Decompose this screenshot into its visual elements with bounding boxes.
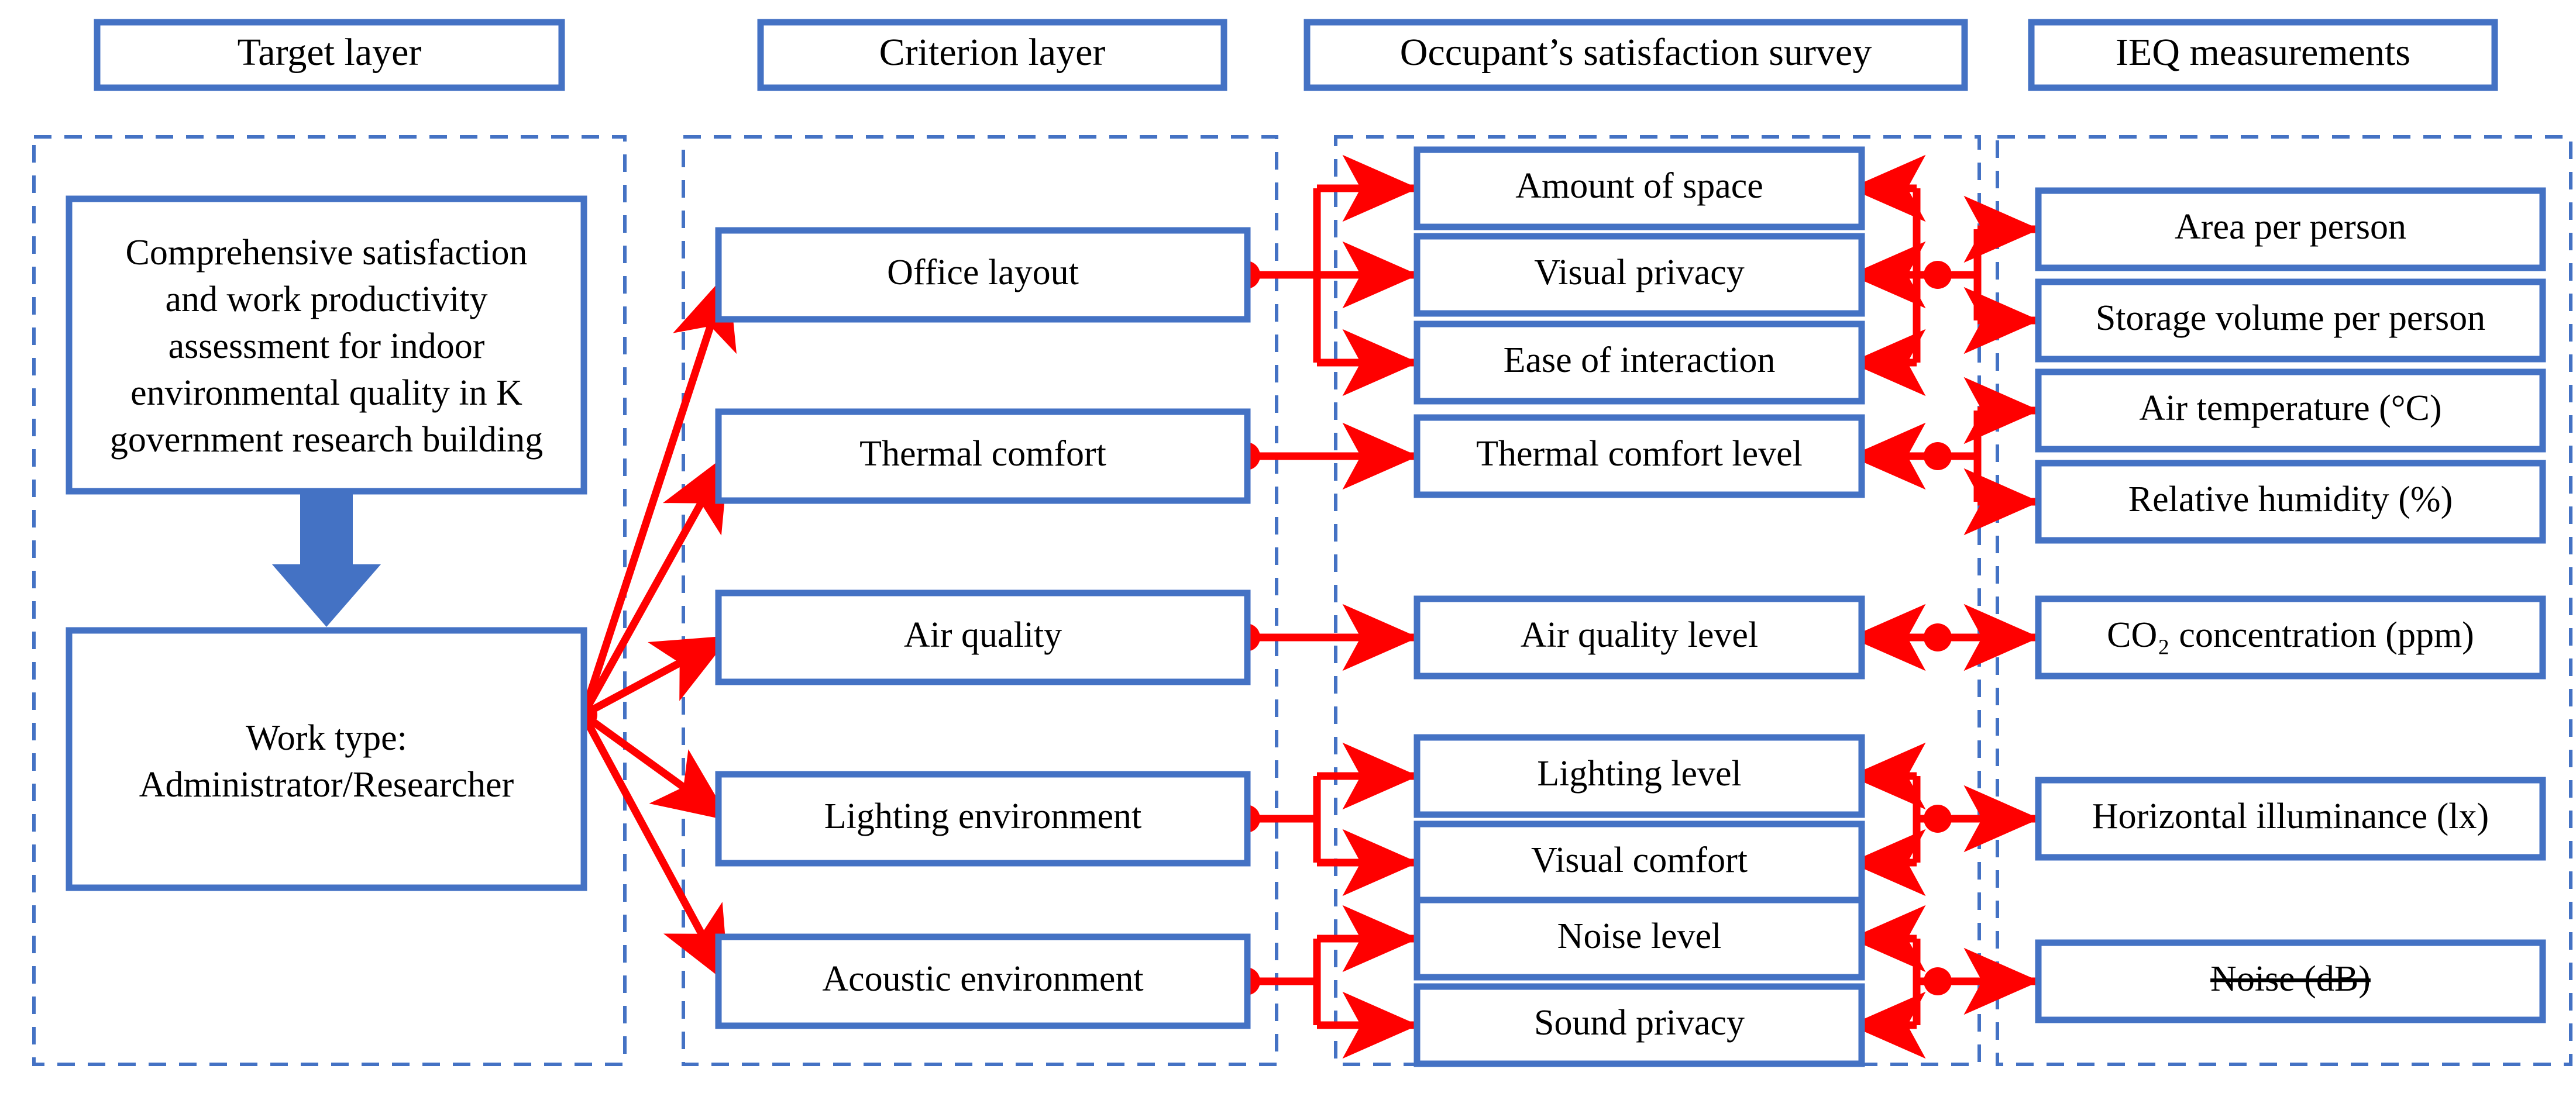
criterion-label-office-layout: Office layout [887, 253, 1079, 292]
survey-box-air-quality-level[interactable]: Air quality level [1413, 595, 1865, 680]
ieq-box-horizontal-illuminance[interactable]: Horizontal illuminance (lx) [2035, 777, 2546, 861]
connector-worktype-to-lighting-env [581, 711, 731, 822]
survey-box-noise-level[interactable]: Noise level [1413, 897, 1865, 981]
survey-box-thermal-comfort-level[interactable]: Thermal comfort level [1413, 414, 1865, 498]
survey-label-visual-comfort: Visual comfort [1531, 840, 1748, 880]
connector-ieq-office-group [1849, 154, 2040, 396]
connector-worktype-to-air-quality [581, 634, 731, 718]
survey-label-lighting-level: Lighting level [1537, 754, 1742, 794]
goal-box-line-5: government research building [110, 420, 543, 460]
ieq-box-noise-db[interactable]: Noise (dB) [2035, 939, 2546, 1023]
goal-box[interactable]: Comprehensive satisfaction and work prod… [66, 195, 587, 495]
header-box-criterion-layer: Criterion layer [757, 19, 1227, 91]
ieq-box-air-temperature[interactable]: Air temperature (°C) [2035, 368, 2546, 453]
down-block-arrow-icon [272, 494, 381, 627]
ieq-box-storage-volume-per-person[interactable]: Storage volume per person [2035, 278, 2546, 363]
connector-lighting-env-to-survey [1232, 742, 1419, 897]
criterion-label-air-quality: Air quality [904, 615, 1062, 655]
survey-box-sound-privacy[interactable]: Sound privacy [1413, 983, 1865, 1067]
criterion-box-office-layout[interactable]: Office layout [715, 227, 1251, 323]
survey-label-visual-privacy: Visual privacy [1534, 253, 1745, 292]
goal-box-line-3: assessment for indoor [168, 326, 485, 366]
survey-label-amount-of-space: Amount of space [1515, 166, 1763, 206]
criterion-box-acoustic-environment[interactable]: Acoustic environment [715, 933, 1251, 1029]
connector-worktype-to-thermal-comfort [580, 453, 731, 717]
ieq-column: Area per person Storage volume per perso… [2035, 187, 2546, 1023]
connector-fanout-worktype-to-criteria [569, 271, 737, 985]
goal-box-line-1: Comprehensive satisfaction [126, 233, 528, 273]
header-label-occupants-survey: Occupant’s satisfaction survey [1400, 31, 1872, 74]
ieq-label-air-temperature: Air temperature (°C) [2139, 388, 2441, 428]
connector-ieq-acoustic-group [1849, 905, 2040, 1059]
ieq-box-area-per-person[interactable]: Area per person [2035, 187, 2546, 271]
header-box-ieq-measurements: IEQ measurements [2028, 19, 2498, 91]
header-title-boxes: Target layer Criterion layer Occupant’s … [94, 19, 2498, 91]
header-box-target-layer: Target layer [94, 19, 565, 91]
header-label-ieq-measurements: IEQ measurements [2116, 31, 2410, 74]
survey-label-sound-privacy: Sound privacy [1534, 1003, 1745, 1043]
connector-worktype-to-office-layout [579, 271, 737, 716]
connector-ieq-air-group [1849, 604, 2040, 671]
header-label-target-layer: Target layer [238, 31, 422, 74]
connector-ieq-thermal-group [1849, 377, 2040, 536]
ieq-box-co2-concentration[interactable]: CO₂ concentration (ppm) [2035, 595, 2546, 680]
survey-label-air-quality-level: Air quality level [1521, 615, 1758, 655]
survey-label-thermal-comfort-level: Thermal comfort level [1476, 434, 1803, 474]
ieq-label-noise-db: Noise (dB) [2210, 959, 2371, 999]
survey-box-lighting-level[interactable]: Lighting level [1413, 734, 1865, 818]
survey-label-ease-of-interaction: Ease of interaction [1504, 340, 1776, 380]
dashed-container-ieq [1996, 135, 2572, 1066]
connector-acoustic-env-to-survey [1232, 905, 1419, 1059]
goal-box-line-2: and work productivity [165, 280, 487, 319]
ieq-label-co2-concentration: CO₂ concentration (ppm) [2107, 615, 2474, 655]
work-type-line-2: Administrator/Researcher [139, 765, 514, 805]
criterion-box-thermal-comfort[interactable]: Thermal comfort [715, 408, 1251, 504]
survey-column: Amount of space Visual privacy Ease of i… [1413, 146, 1865, 1067]
connector-ieq-lighting-group [1849, 742, 2040, 897]
survey-label-noise-level: Noise level [1557, 916, 1722, 956]
work-type-line-1: Work type: [246, 718, 407, 758]
criterion-box-air-quality[interactable]: Air quality [715, 589, 1251, 685]
connector-office-layout-to-survey [1232, 154, 1419, 396]
ieq-label-storage-volume-per-person: Storage volume per person [2096, 298, 2485, 338]
criterion-column: Office layout Thermal comfort Air qualit… [715, 227, 1251, 1029]
criterion-label-lighting-environment: Lighting environment [824, 797, 1141, 836]
goal-box-line-4: environmental quality in K [130, 373, 522, 413]
connector-air-quality-to-survey [1232, 604, 1419, 671]
header-label-criterion-layer: Criterion layer [879, 31, 1106, 74]
connector-thermal-comfort-to-survey [1232, 422, 1419, 490]
connector-worktype-to-acoustic-env [580, 712, 731, 985]
criterion-label-thermal-comfort: Thermal comfort [859, 434, 1106, 474]
survey-box-ease-of-interaction[interactable]: Ease of interaction [1413, 320, 1865, 405]
ieq-label-horizontal-illuminance: Horizontal illuminance (lx) [2092, 797, 2489, 836]
survey-box-visual-privacy[interactable]: Visual privacy [1413, 233, 1865, 317]
target-column: Comprehensive satisfaction and work prod… [66, 195, 587, 891]
ieq-label-area-per-person: Area per person [2175, 207, 2406, 247]
criterion-box-lighting-environment[interactable]: Lighting environment [715, 771, 1251, 867]
criterion-label-acoustic-environment: Acoustic environment [822, 959, 1143, 999]
ieq-label-relative-humidity: Relative humidity (%) [2128, 480, 2453, 519]
work-type-box[interactable]: Work type: Administrator/Researcher [66, 627, 587, 891]
survey-box-visual-comfort[interactable]: Visual comfort [1413, 820, 1865, 905]
header-box-occupants-survey: Occupant’s satisfaction survey [1304, 19, 1968, 91]
ieq-box-relative-humidity[interactable]: Relative humidity (%) [2035, 460, 2546, 544]
survey-box-amount-of-space[interactable]: Amount of space [1413, 146, 1865, 230]
